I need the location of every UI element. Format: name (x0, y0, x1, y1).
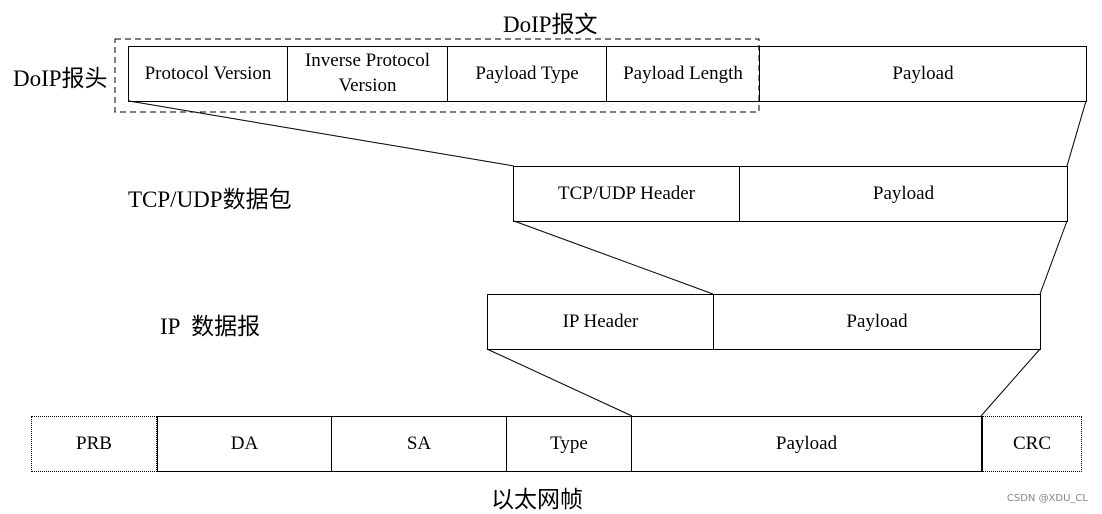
title-doip-message: DoIP报文 (503, 12, 598, 37)
eth-field-da: DA (157, 416, 332, 472)
ip-field-payload: Payload (714, 294, 1041, 350)
ip-field-header: IP Header (487, 294, 714, 350)
watermark: CSDN @XDU_CL (1006, 493, 1088, 504)
connector-doip-to-tcp-left (128, 100, 515, 167)
connector-ip-to-eth-right (980, 348, 1041, 417)
doip-field-payload-type: Payload Type (448, 46, 607, 102)
doip-field-inverse-protocol-version: Inverse Protocol Version (288, 46, 448, 102)
title-doip-header: DoIP报头 (13, 66, 108, 91)
eth-field-prb: PRB (31, 416, 157, 472)
title-tcp-udp-packet: TCP/UDP数据包 (128, 187, 292, 212)
eth-field-crc: CRC (982, 416, 1082, 472)
eth-field-sa: SA (332, 416, 507, 472)
title-ip-datagram: IP 数据报 (160, 314, 261, 339)
eth-field-payload: Payload (632, 416, 982, 472)
doip-field-payload-length: Payload Length (607, 46, 760, 102)
doip-field-protocol-version: Protocol Version (128, 46, 288, 102)
eth-field-type: Type (507, 416, 632, 472)
tcp-field-header: TCP/UDP Header (513, 166, 740, 222)
doip-field-payload: Payload (760, 46, 1087, 102)
connector-tcp-to-ip-left (513, 220, 714, 295)
tcp-field-payload: Payload (740, 166, 1068, 222)
connector-doip-to-tcp-right (1066, 100, 1087, 167)
connector-ip-to-eth-left (486, 348, 633, 417)
title-ethernet-frame: 以太网帧 (491, 487, 583, 512)
connector-tcp-to-ip-right (1039, 220, 1068, 295)
